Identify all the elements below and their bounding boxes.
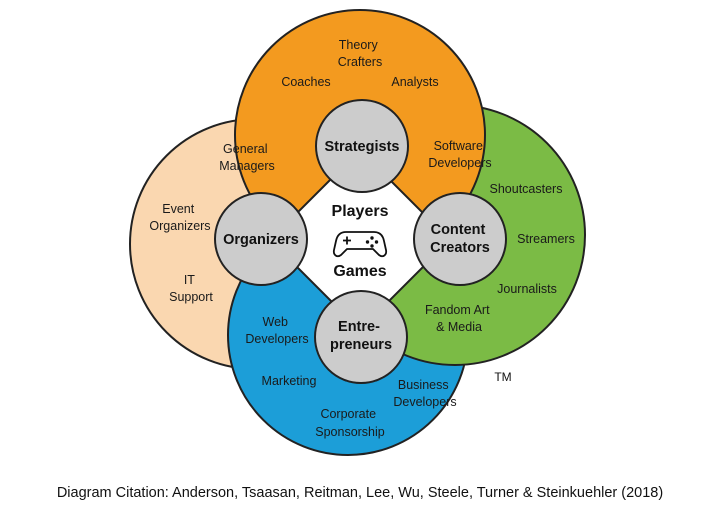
role-streamers: Streamers — [517, 232, 575, 246]
content-creators-hub-label: Content Creators — [430, 222, 490, 256]
role-software-developers: Software Developers — [428, 139, 491, 170]
role-coaches: Coaches — [281, 75, 330, 89]
role-general-managers: General Managers — [219, 142, 275, 173]
role-journalists: Journalists — [497, 282, 557, 296]
trademark-label: TM — [494, 370, 511, 384]
role-marketing: Marketing — [262, 374, 317, 388]
role-corporate-sponsorship: Corporate Sponsorship — [315, 407, 385, 439]
entrepreneurs-hub-label: Entre- preneurs — [330, 319, 392, 353]
strategists-hub-label: Strategists — [325, 139, 400, 155]
strategists-hub — [315, 99, 409, 193]
role-event-organizers: Event Organizers — [149, 202, 210, 233]
center-players-label: Players — [332, 203, 389, 220]
entrepreneurs-hub — [314, 290, 408, 384]
role-it-support: IT Support — [169, 273, 213, 304]
center-games-label: Games — [333, 263, 386, 280]
organizers-hub — [214, 192, 308, 286]
role-fandom-art-media: Fandom Art & Media — [425, 303, 493, 334]
gamepad-icon — [332, 231, 388, 258]
diagram-citation: Diagram Citation: Anderson, Tsaasan, Rei… — [56, 485, 664, 501]
role-business-developers: Business Developers — [393, 378, 456, 409]
role-theory-crafters: Theory Crafters — [338, 38, 382, 69]
role-web-developers: Web Developers — [245, 315, 308, 346]
esports-ecosystem-diagram: Strategists Content Creators Entre- pren… — [129, 9, 586, 456]
organizers-hub-label: Organizers — [223, 232, 299, 248]
content-creators-hub — [413, 192, 507, 286]
role-shoutcasters: Shoutcasters — [490, 182, 563, 196]
role-analysts: Analysts — [391, 75, 438, 89]
